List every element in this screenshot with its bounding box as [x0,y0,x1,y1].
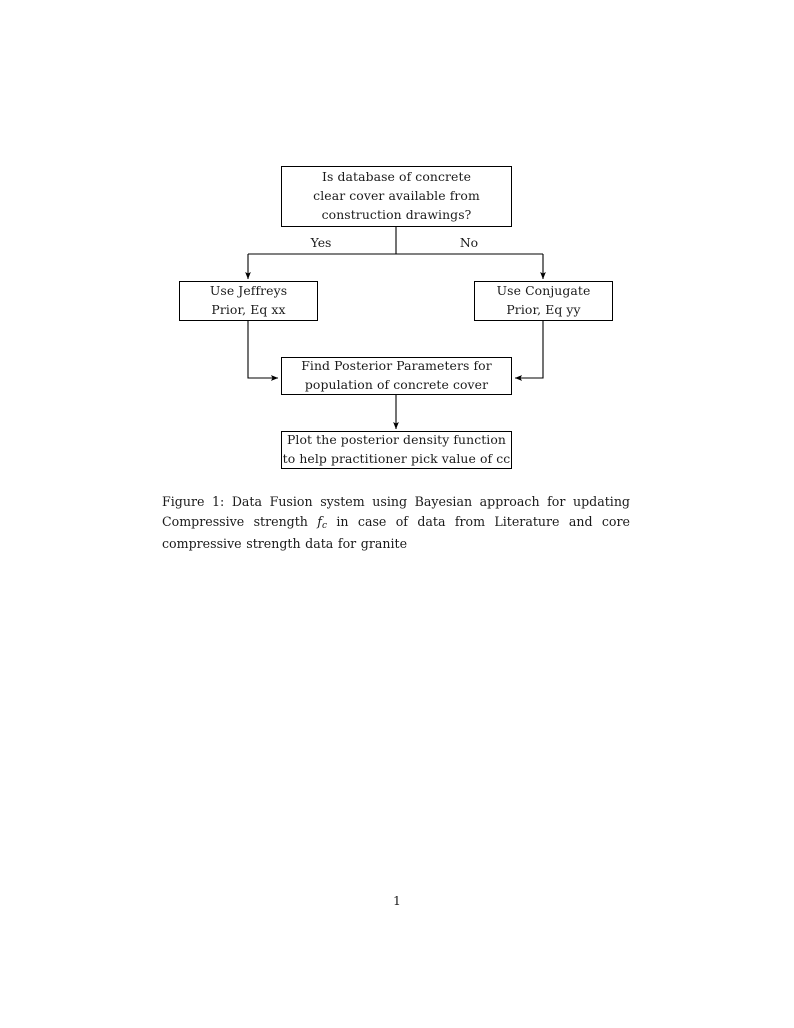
flow-node-conjugate-prior[interactable]: Use Conjugate Prior, Eq yy [474,281,613,321]
flow-node-conjugate-line-1: Use Conjugate [496,283,591,299]
flow-node-jeffreys-line-2: Prior, Eq xx [211,302,286,317]
flow-node-posterior-line-2: population of concrete cover [304,377,489,392]
caption-text-after-math: in case of data from Literature and core… [162,514,630,552]
page-number: 1 [393,893,401,908]
flow-node-plot-density[interactable]: Plot the posterior density function to h… [281,431,512,469]
edge-conjugate-to-posterior [514,321,544,381]
edge-label-yes: Yes [310,235,332,250]
flow-node-conjugate-line-2: Prior, Eq yy [506,302,581,317]
flow-node-question-line-1: Is database of concrete [322,169,471,185]
flow-node-plot-line-1: Plot the posterior density function [286,432,507,448]
flow-node-question-line-3: construction drawings? [321,206,472,222]
flowchart-connectors [245,227,546,430]
flow-node-jeffreys-prior[interactable]: Use Jeffreys Prior, Eq xx [179,281,318,321]
figure-flowchart: Is database of concrete clear cover avai… [0,0,794,490]
edge-jeffreys-to-posterior [247,321,279,381]
flow-node-question-line-2: clear cover available from [313,188,480,204]
flow-node-posterior-line-1: Find Posterior Parameters for [301,358,492,374]
caption-math-subscript: c [321,521,328,532]
edge-label-no: No [459,235,479,250]
flow-node-find-posterior[interactable]: Find Posterior Parameters for population… [281,357,512,395]
caption-math-base: f [317,514,322,530]
caption-label: Figure 1: [162,494,225,509]
figure-caption: Figure 1: Data Fusion system using Bayes… [162,492,630,554]
flow-node-jeffreys-line-1: Use Jeffreys [209,283,288,299]
flow-node-question[interactable]: Is database of concrete clear cover avai… [281,166,512,227]
caption-text-before-math: Data Fusion system using Bayesian approa… [162,494,630,530]
flow-node-plot-line-2: to help practitioner pick value of cc [282,451,511,466]
